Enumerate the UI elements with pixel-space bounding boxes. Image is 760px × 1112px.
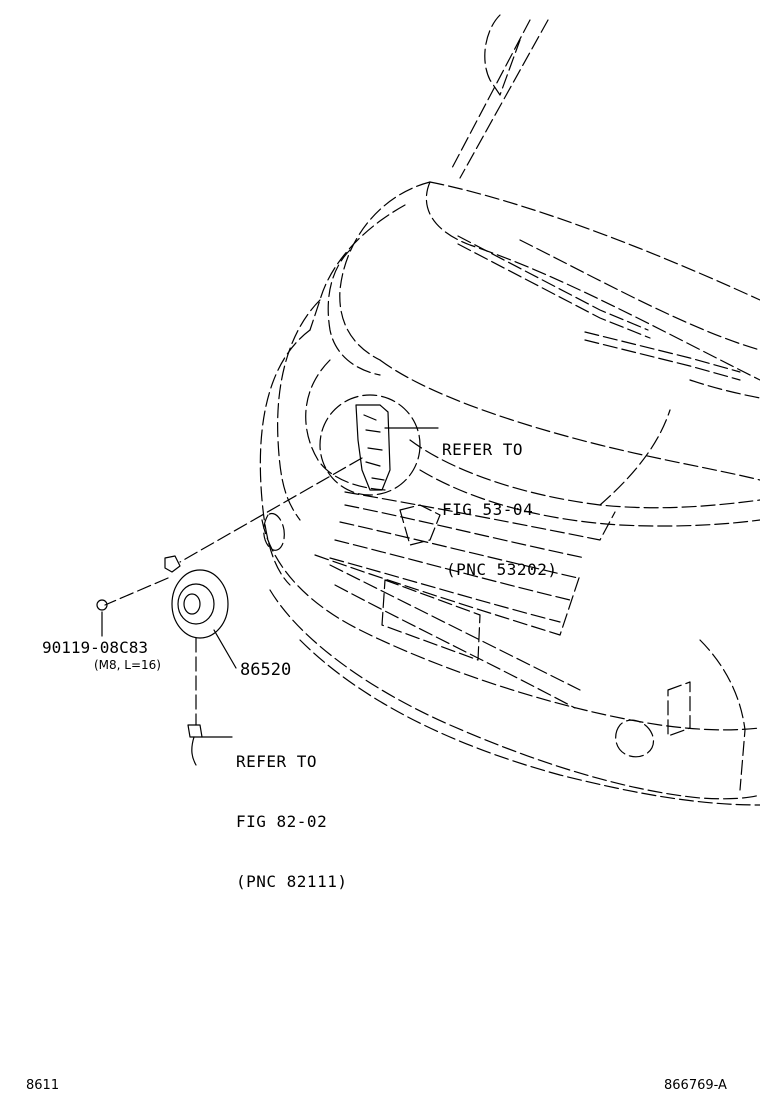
bracket-detail — [363, 414, 385, 481]
headlamp-left — [305, 359, 386, 491]
refer-fig53-callout: REFER TO FIG 53-04 (PNC 53202) — [442, 400, 557, 600]
refer-fig82-line1: REFER TO — [236, 752, 318, 771]
leader-86520 — [213, 629, 237, 669]
bolt-part-number: 90119-08C83 — [42, 638, 148, 657]
fog-lamp-left — [263, 512, 285, 551]
horn-center — [183, 593, 201, 615]
bumper-bottom — [299, 639, 760, 806]
mounting-bracket — [355, 404, 391, 491]
refer-fig53-line1: REFER TO — [442, 440, 524, 459]
hood-center-crease — [379, 359, 760, 481]
hood-lip — [599, 409, 671, 506]
hood-top-line — [425, 181, 760, 381]
grille-bar-4 — [329, 557, 561, 623]
grille-frame-top — [344, 491, 616, 541]
wiper-1 — [457, 235, 649, 331]
cowl-line — [519, 239, 760, 351]
bumper-lower — [269, 589, 760, 800]
refer-fig53-line3: (PNC 53202) — [446, 560, 558, 579]
leader-bracket-to-horn — [179, 457, 363, 563]
grille-bar-1 — [344, 504, 586, 559]
wiper-2-lower — [584, 339, 741, 381]
hood-rear-edge — [429, 181, 760, 301]
figure-number: 8611 — [26, 1078, 60, 1093]
refer-fig82-line2: FIG 82-02 — [236, 812, 328, 831]
leader-horn-to-bolt — [104, 577, 169, 606]
horn-inner-ring — [177, 583, 215, 625]
hood-nose — [327, 249, 381, 376]
lower-intake-bottom — [334, 584, 576, 709]
grille-bar-2 — [339, 521, 579, 579]
horn-body — [171, 569, 229, 639]
bumper-side-right — [699, 639, 746, 791]
hood-front-edge — [339, 181, 431, 361]
bumper-upper — [261, 519, 760, 731]
wiper-2 — [584, 331, 741, 373]
hood-left-edge — [309, 204, 406, 331]
windshield-pillar-inner — [451, 19, 531, 169]
mirror-outline — [484, 14, 521, 96]
grille-bar-3 — [334, 539, 571, 601]
bolt-spec: (M8, L=16) — [94, 658, 161, 672]
fog-lamp-right — [615, 719, 654, 758]
lower-intake-top — [329, 564, 581, 691]
detail-circle — [319, 394, 421, 496]
fender-left — [277, 299, 321, 521]
wiper-1-lower — [457, 243, 651, 339]
fender-left-outer — [259, 329, 311, 586]
horn-bracket — [164, 555, 181, 573]
headlamp-right-lower — [419, 469, 760, 527]
fender-right — [689, 379, 760, 399]
grille-frame-bottom — [314, 554, 581, 636]
windshield-pillar — [459, 19, 549, 179]
emblem-outline — [399, 504, 441, 546]
horn-part-number: 86520 — [240, 660, 292, 680]
refer-fig82-line3: (PNC 82111) — [236, 872, 348, 891]
connector-wire — [191, 736, 197, 766]
license-plate — [381, 579, 481, 661]
bolt-icon — [96, 599, 108, 611]
illustration-id: 866769-A — [664, 1078, 727, 1093]
refer-fig53-line2: FIG 53-04 — [442, 500, 534, 519]
connector-icon — [187, 724, 203, 738]
refer-fig82-callout: REFER TO FIG 82-02 (PNC 82111) — [236, 712, 347, 912]
side-marker-right — [667, 681, 691, 737]
